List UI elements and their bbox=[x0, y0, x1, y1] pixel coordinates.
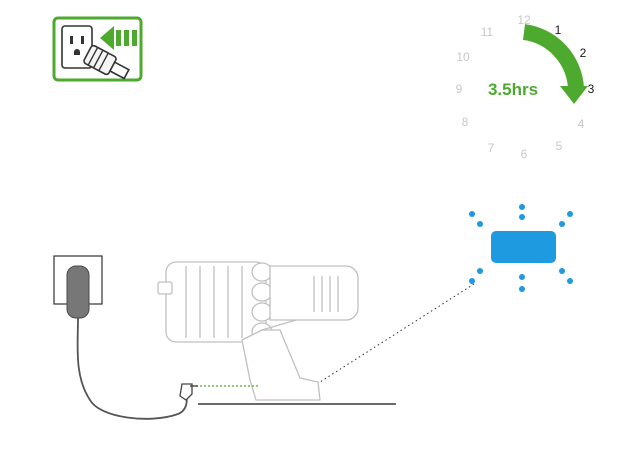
charge-progress-arc bbox=[522, 24, 584, 89]
charger-cable bbox=[76, 317, 188, 420]
clock-number-9: 9 bbox=[456, 82, 463, 96]
clock-number-3: 3 bbox=[588, 82, 595, 96]
arc-arrowhead bbox=[560, 86, 588, 104]
charge-duration-label: 3.5hrs bbox=[488, 80, 538, 99]
led-indicator bbox=[491, 231, 556, 263]
clock-number-12: 12 bbox=[517, 13, 531, 27]
clock-number-6: 6 bbox=[521, 147, 528, 161]
clock-number-4: 4 bbox=[578, 117, 585, 131]
led-indicator-glow-icon bbox=[469, 204, 573, 292]
clock-number-10: 10 bbox=[456, 50, 470, 64]
clock-number-8: 8 bbox=[462, 115, 469, 129]
indicator-pointer-line bbox=[319, 283, 475, 383]
charge-time-clock: 12 1 2 3 4 5 6 7 8 9 10 11 3.5hrs bbox=[456, 13, 595, 161]
charger-adapter-icon bbox=[66, 265, 198, 420]
charging-arrow-icon bbox=[100, 26, 137, 50]
clock-number-7: 7 bbox=[488, 141, 495, 155]
clock-number-2: 2 bbox=[580, 46, 587, 60]
clock-number-5: 5 bbox=[556, 139, 563, 153]
clock-number-11: 11 bbox=[481, 25, 494, 39]
cordless-vacuum-icon bbox=[157, 261, 359, 401]
clock-number-1: 1 bbox=[555, 23, 562, 37]
plug-into-socket-icon bbox=[52, 16, 143, 82]
